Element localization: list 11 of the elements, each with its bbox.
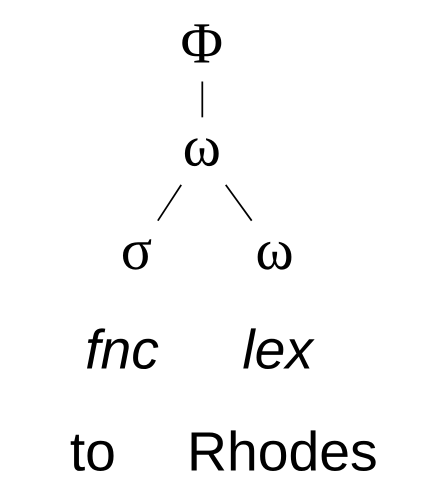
label: fnc <box>84 318 158 381</box>
connector <box>200 81 203 118</box>
label: lex <box>242 318 313 381</box>
label: Rhodes <box>186 420 378 482</box>
node-text: σ <box>120 216 152 282</box>
connector <box>156 184 182 222</box>
connector <box>224 184 252 222</box>
node-text: Φ <box>180 10 223 76</box>
node-text: ω <box>254 216 294 282</box>
node-text: ω <box>182 114 220 179</box>
label: to <box>69 420 116 482</box>
